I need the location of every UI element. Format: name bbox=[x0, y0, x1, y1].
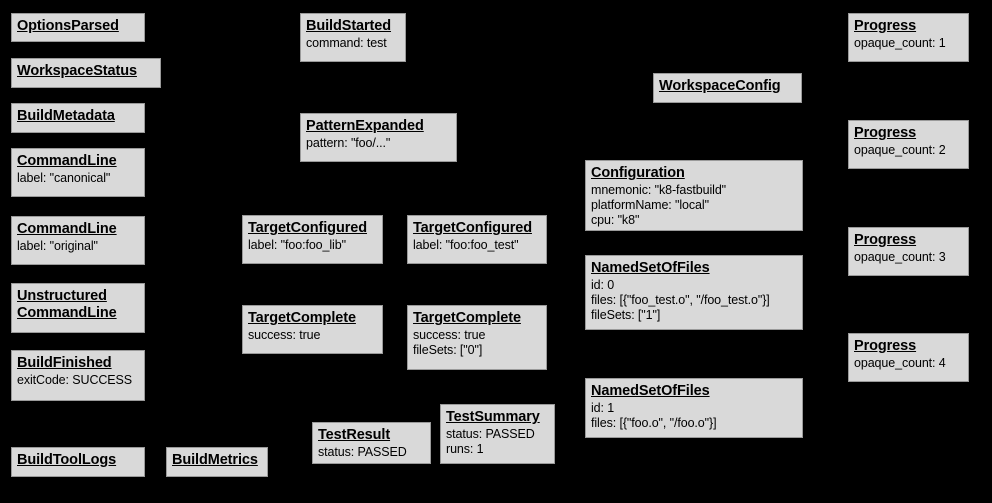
event-node-named-set-of-files-1[interactable]: NamedSetOfFiles id: 1 files: [{"foo.o", "… bbox=[585, 378, 803, 438]
event-node-title: Unstructured CommandLine bbox=[17, 288, 117, 321]
event-node-fields: id: 1 files: [{"foo.o", "/foo.o"}] bbox=[591, 401, 717, 430]
event-node-title: WorkspaceStatus bbox=[17, 63, 137, 79]
event-node-test-result[interactable]: TestResult status: PASSED bbox=[312, 422, 431, 464]
event-node-progress-2[interactable]: Progress opaque_count: 2 bbox=[848, 120, 969, 169]
event-node-title: CommandLine bbox=[17, 153, 117, 169]
event-node-title: TestSummary bbox=[446, 409, 540, 425]
event-node-target-configured-test[interactable]: TargetConfigured label: "foo:foo_test" bbox=[407, 215, 547, 264]
event-node-build-finished[interactable]: BuildFinished exitCode: SUCCESS bbox=[11, 350, 145, 401]
event-node-test-summary[interactable]: TestSummary status: PASSED runs: 1 bbox=[440, 404, 555, 464]
event-node-title: NamedSetOfFiles bbox=[591, 383, 710, 399]
event-node-fields: label: "foo:foo_test" bbox=[413, 238, 519, 252]
event-node-command-line-original[interactable]: CommandLine label: "original" bbox=[11, 216, 145, 265]
event-node-build-metrics[interactable]: BuildMetrics bbox=[166, 447, 268, 477]
event-node-build-metadata[interactable]: BuildMetadata bbox=[11, 103, 145, 133]
event-node-title: CommandLine bbox=[17, 221, 117, 237]
event-node-title: TargetComplete bbox=[413, 310, 521, 326]
event-node-title: TargetConfigured bbox=[248, 220, 367, 236]
event-node-progress-3[interactable]: Progress opaque_count: 3 bbox=[848, 227, 969, 276]
event-node-target-complete-lib[interactable]: TargetComplete success: true bbox=[242, 305, 383, 354]
event-node-title: TestResult bbox=[318, 427, 391, 443]
event-node-fields: status: PASSED runs: 1 bbox=[446, 427, 535, 456]
event-node-title: BuildMetadata bbox=[17, 108, 115, 124]
event-node-workspace-config[interactable]: WorkspaceConfig bbox=[653, 73, 802, 103]
event-node-fields: opaque_count: 1 bbox=[854, 36, 946, 50]
event-node-title: BuildMetrics bbox=[172, 452, 258, 468]
event-node-title: TargetConfigured bbox=[413, 220, 532, 236]
event-node-fields: label: "original" bbox=[17, 239, 98, 253]
event-node-title: TargetComplete bbox=[248, 310, 356, 326]
event-node-fields: label: "foo:foo_lib" bbox=[248, 238, 346, 252]
event-node-title: Progress bbox=[854, 125, 917, 141]
event-node-title: BuildToolLogs bbox=[17, 452, 117, 468]
event-node-title: OptionsParsed bbox=[17, 18, 119, 34]
event-node-fields: id: 0 files: [{"foo_test.o", "/foo_test.… bbox=[591, 278, 770, 322]
event-node-fields: label: "canonical" bbox=[17, 171, 111, 185]
event-node-fields: opaque_count: 4 bbox=[854, 356, 946, 370]
event-node-title: WorkspaceConfig bbox=[659, 78, 781, 94]
event-node-unstructured-command-line[interactable]: Unstructured CommandLine bbox=[11, 283, 145, 333]
event-node-title: PatternExpanded bbox=[306, 118, 424, 134]
event-node-options-parsed[interactable]: OptionsParsed bbox=[11, 13, 145, 42]
event-node-pattern-expanded[interactable]: PatternExpanded pattern: "foo/..." bbox=[300, 113, 457, 162]
event-node-build-started[interactable]: BuildStarted command: test bbox=[300, 13, 406, 62]
event-node-title: NamedSetOfFiles bbox=[591, 260, 710, 276]
event-node-target-complete-test[interactable]: TargetComplete success: true fileSets: ["… bbox=[407, 305, 547, 370]
event-node-progress-1[interactable]: Progress opaque_count: 1 bbox=[848, 13, 969, 62]
event-node-fields: exitCode: SUCCESS bbox=[17, 373, 133, 387]
event-node-progress-4[interactable]: Progress opaque_count: 4 bbox=[848, 333, 969, 382]
event-node-fields: success: true bbox=[248, 328, 321, 342]
event-node-title: Configuration bbox=[591, 165, 685, 181]
event-node-fields: status: PASSED bbox=[318, 445, 407, 459]
event-node-build-tool-logs[interactable]: BuildToolLogs bbox=[11, 447, 145, 477]
event-node-title: Progress bbox=[854, 338, 917, 354]
event-node-named-set-of-files-0[interactable]: NamedSetOfFiles id: 0 files: [{"foo_test.… bbox=[585, 255, 803, 330]
event-node-target-configured-lib[interactable]: TargetConfigured label: "foo:foo_lib" bbox=[242, 215, 383, 264]
event-node-command-line-canonical[interactable]: CommandLine label: "canonical" bbox=[11, 148, 145, 197]
event-node-fields: pattern: "foo/..." bbox=[306, 136, 391, 150]
event-node-title: Progress bbox=[854, 18, 917, 34]
event-node-fields: mnemonic: "k8-fastbuild" platformName: "… bbox=[591, 183, 727, 227]
event-node-fields: command: test bbox=[306, 36, 387, 50]
event-node-configuration[interactable]: Configuration mnemonic: "k8-fastbuild" pl… bbox=[585, 160, 803, 231]
event-node-title: BuildStarted bbox=[306, 18, 392, 34]
event-node-title: Progress bbox=[854, 232, 917, 248]
event-node-fields: opaque_count: 2 bbox=[854, 143, 946, 157]
event-node-fields: opaque_count: 3 bbox=[854, 250, 946, 264]
event-node-workspace-status[interactable]: WorkspaceStatus bbox=[11, 58, 161, 88]
event-node-title: BuildFinished bbox=[17, 355, 112, 371]
event-node-fields: success: true fileSets: ["0"] bbox=[413, 328, 486, 357]
